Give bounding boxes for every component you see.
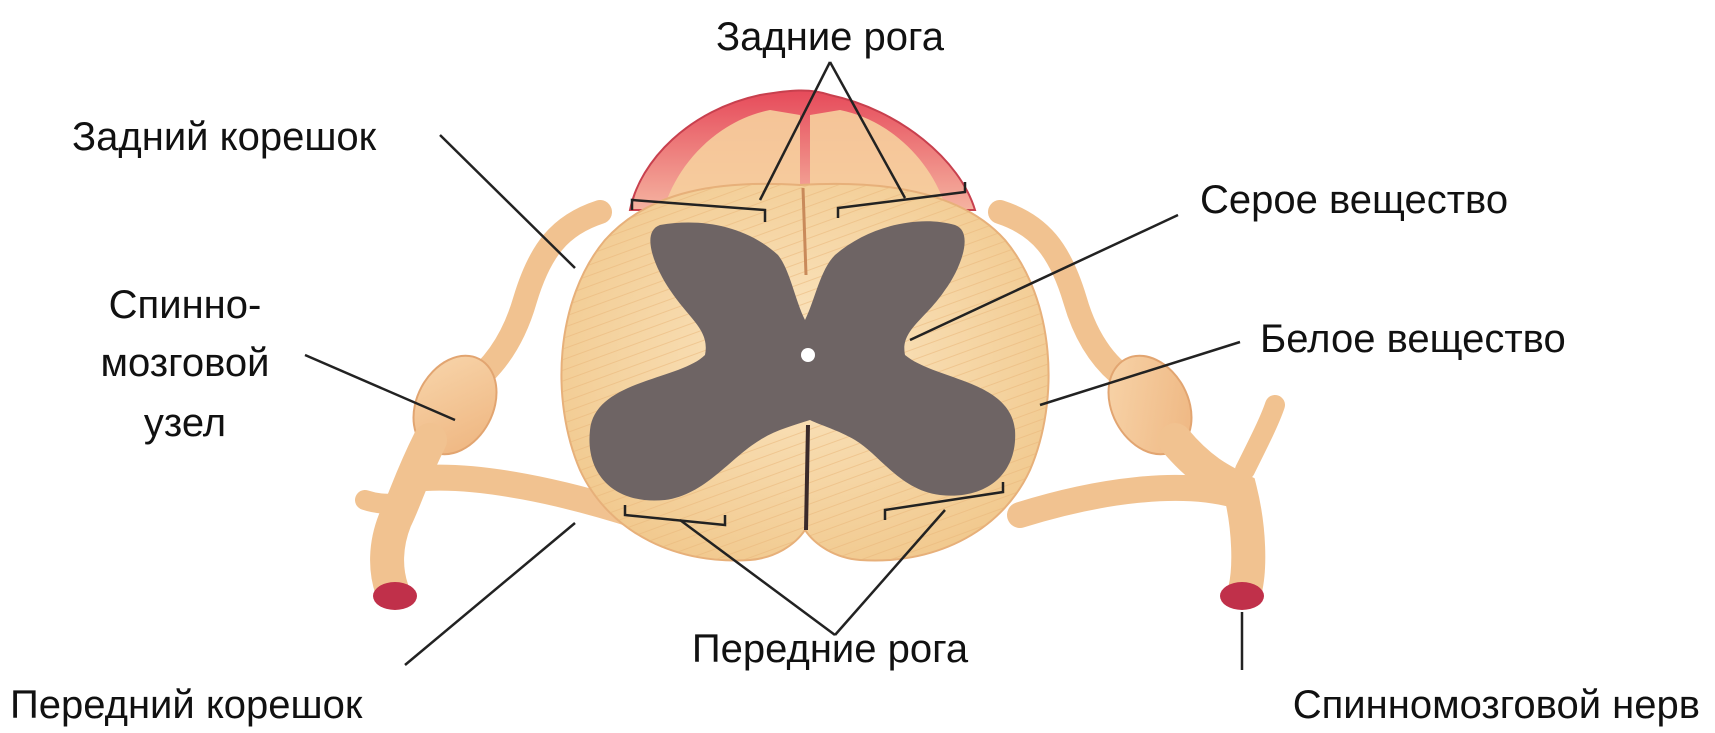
left-nerve-branch <box>365 500 410 504</box>
right-anterior-root <box>1020 488 1235 515</box>
label-spinal-ganglion-1: Спинно- <box>109 283 262 327</box>
label-white-matter: Белое вещество <box>1260 317 1566 361</box>
label-spinal-ganglion-2: мозговой <box>101 341 270 385</box>
left-spinal-nerve-trunk <box>387 440 430 590</box>
label-posterior-horns: Задние рога <box>716 15 945 59</box>
leader-anterior-root <box>405 523 575 665</box>
central-canal <box>801 348 815 362</box>
right-nerve-branch <box>1245 405 1275 470</box>
label-gray-matter: Серое вещество <box>1200 178 1508 222</box>
label-spinal-nerve: Спинномозговой нерв <box>1293 683 1700 727</box>
label-anterior-root: Передний корешок <box>10 683 363 727</box>
label-anterior-horns: Передние рога <box>692 627 969 671</box>
right-nerve-cut-end <box>1220 582 1264 610</box>
left-nerve-cut-end <box>373 582 417 610</box>
label-spinal-ganglion-3: узел <box>144 401 226 445</box>
right-spinal-nerve-trunk <box>1175 440 1248 590</box>
leader-posterior-root <box>440 135 575 268</box>
label-posterior-root: Задний корешок <box>72 115 377 159</box>
